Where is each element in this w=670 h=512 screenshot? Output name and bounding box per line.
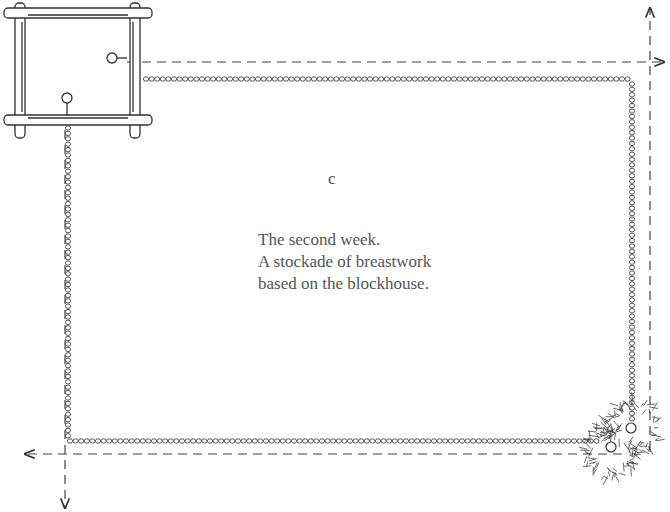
stockade-posts (65, 77, 634, 443)
blockhouse (4, 3, 152, 138)
post-marker (606, 423, 636, 452)
caption-line: The second week. (258, 229, 518, 251)
caption-text: A stockade of breastwork based on the bl… (258, 251, 463, 295)
thorn-barricade (579, 392, 665, 485)
section-letter: c (328, 168, 358, 190)
dashed-line (25, 8, 664, 508)
